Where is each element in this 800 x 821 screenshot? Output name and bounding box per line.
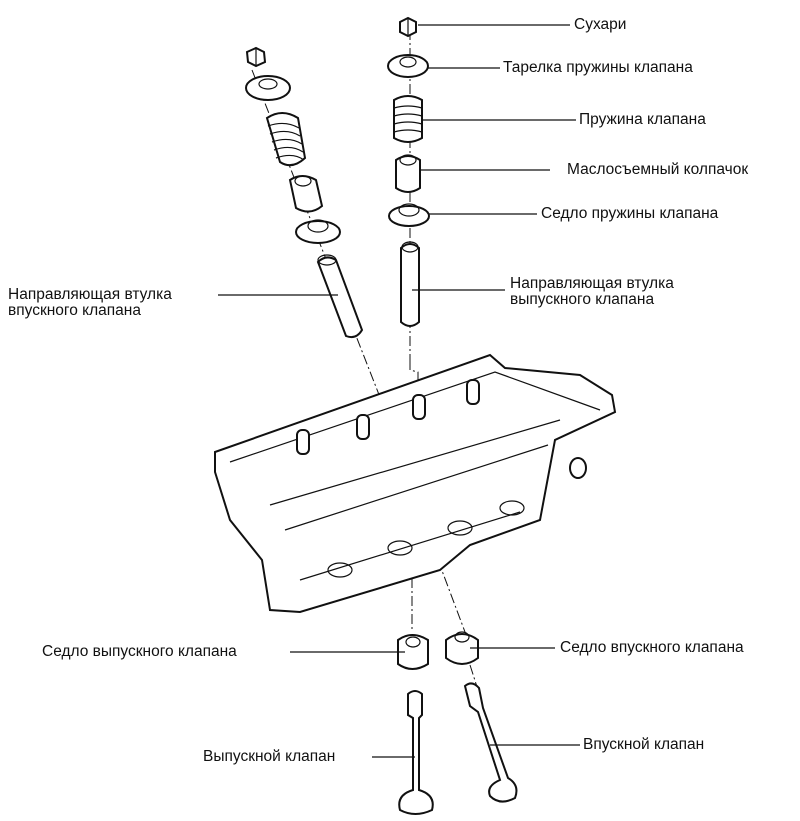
exhaust-valve-guide <box>400 241 420 327</box>
exhaust-spring-retainer <box>387 54 429 78</box>
label-intake-valve: Впускной клапан <box>583 736 705 753</box>
label-intake-guide-line1: Направляющая втулка <box>8 286 172 303</box>
label-exhaust-guide-line2: выпускного клапана <box>510 291 655 308</box>
intake-valve-stack <box>245 46 364 339</box>
label-keepers: Сухари <box>574 16 627 33</box>
cylinder-head <box>214 353 617 614</box>
label-intake-seat: Седло впускного клапана <box>560 639 744 656</box>
label-intake-guide: Направляющая втулка впускного клапана <box>8 287 172 319</box>
exhaust-spring-seat <box>388 203 430 227</box>
intake-valve-guide <box>316 254 364 339</box>
exhaust-valve-stack <box>387 16 430 327</box>
label-valve-spring: Пружина клапана <box>579 111 706 128</box>
label-oil-seal: Маслосъемный колпачок <box>567 161 749 178</box>
intake-oil-seal <box>288 175 324 213</box>
label-exhaust-guide: Направляющая втулка выпускного клапана <box>510 276 674 308</box>
exhaust-valve-seat <box>397 634 429 670</box>
leader-lines <box>218 24 580 758</box>
label-exhaust-seat: Седло выпускного клапана <box>42 643 237 660</box>
exhaust-keepers <box>399 16 417 38</box>
label-intake-guide-line2: впускного клапана <box>8 302 141 319</box>
intake-valve-seat <box>445 631 479 665</box>
label-exhaust-guide-line1: Направляющая втулка <box>510 275 674 292</box>
intake-spring-retainer <box>245 75 291 101</box>
intake-keepers <box>245 46 267 68</box>
intake-valve-spring <box>265 112 307 167</box>
intake-valve <box>463 682 518 803</box>
exhaust-oil-seal <box>395 154 421 193</box>
intake-spring-seat <box>295 219 341 244</box>
exhaust-valve <box>398 690 434 815</box>
label-spring-seat: Седло пружины клапана <box>541 205 719 222</box>
exhaust-valve-spring <box>393 95 423 143</box>
label-exhaust-valve: Выпускной клапан <box>203 748 336 765</box>
label-spring-retainer: Тарелка пружины клапана <box>503 59 693 76</box>
